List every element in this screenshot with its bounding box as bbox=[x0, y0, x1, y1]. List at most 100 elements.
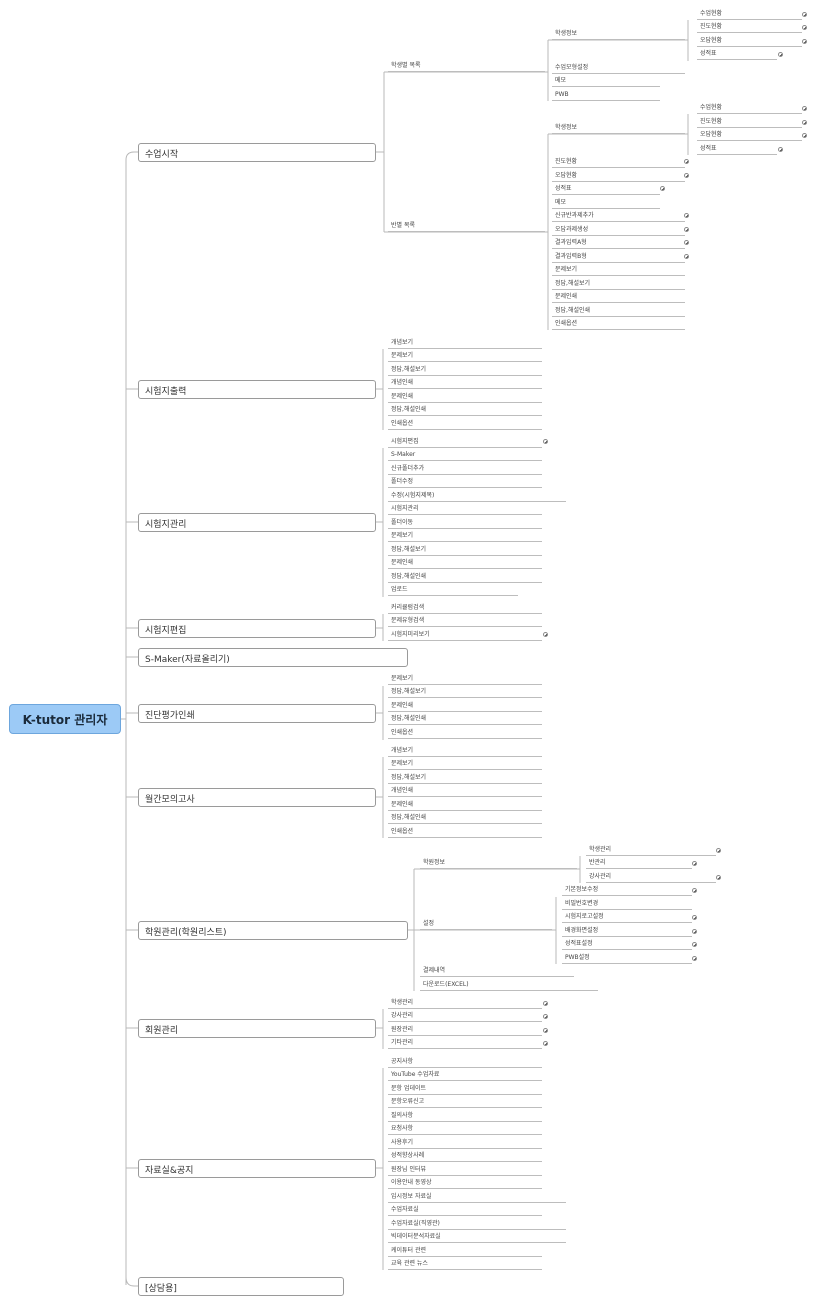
branch-academy-manage[interactable]: 학원관리(학원리스트) bbox=[138, 921, 408, 940]
node-view-problems[interactable]: 문제보기 bbox=[388, 530, 542, 542]
node-print-concept[interactable]: 개념인쇄 bbox=[388, 785, 542, 797]
node-wrong-answers[interactable]: 오답현황 bbox=[697, 35, 802, 47]
node-edu-news[interactable]: 교육 관련 뉴스 bbox=[388, 1258, 542, 1270]
expand-icon[interactable] bbox=[692, 929, 697, 934]
expand-icon[interactable] bbox=[684, 227, 689, 232]
node-print-options[interactable]: 인쇄옵션 bbox=[388, 727, 542, 739]
branch-test-print[interactable]: 시험지출력 bbox=[138, 380, 376, 399]
node-class-materials-direct[interactable]: 수업자료실(직영관) bbox=[388, 1218, 566, 1230]
node-concept-view[interactable]: 개념보기 bbox=[388, 337, 542, 349]
node-view-problems[interactable]: 문제보기 bbox=[552, 264, 685, 276]
root-node[interactable]: K-tutor 관리자 bbox=[9, 704, 121, 734]
node-test-manage[interactable]: 시험지관리 bbox=[388, 503, 542, 515]
node-item-update[interactable]: 문항 업데이트 bbox=[388, 1083, 542, 1095]
node-print-answers[interactable]: 정답,해설인쇄 bbox=[388, 404, 542, 416]
sub-academy-info[interactable]: 학원정보 bbox=[420, 857, 577, 869]
node-background-setting[interactable]: 배경화면설정 bbox=[562, 925, 692, 937]
node-print-options[interactable]: 인쇄옵션 bbox=[388, 418, 542, 430]
node-class-status[interactable]: 수업현황 bbox=[697, 8, 802, 20]
node-report-setting[interactable]: 성적표설정 bbox=[562, 938, 692, 950]
node-print-answers[interactable]: 정답,해설인쇄 bbox=[388, 713, 542, 725]
expand-icon[interactable] bbox=[684, 213, 689, 218]
node-s-maker[interactable]: S-Maker bbox=[388, 449, 542, 461]
node-teacher-manage[interactable]: 강사관리 bbox=[388, 1010, 542, 1022]
node-memo[interactable]: 메모 bbox=[552, 197, 660, 209]
branch-monthly-mock[interactable]: 월간모의고사 bbox=[138, 788, 376, 807]
node-report-card[interactable]: 성적표 bbox=[697, 48, 777, 60]
node-student-info[interactable]: 학생정보 bbox=[552, 122, 685, 134]
expand-icon[interactable] bbox=[684, 254, 689, 259]
node-move-folder[interactable]: 폴더이동 bbox=[388, 517, 542, 529]
node-basic-info[interactable]: 기본정보수정 bbox=[562, 884, 692, 896]
expand-icon[interactable] bbox=[692, 861, 697, 866]
node-type-search[interactable]: 문제유형검색 bbox=[388, 615, 542, 627]
node-report-card[interactable]: 성적표 bbox=[552, 183, 660, 195]
expand-icon[interactable] bbox=[543, 1014, 548, 1019]
node-reviews[interactable]: 사용후기 bbox=[388, 1137, 542, 1149]
branch-s-maker[interactable]: S-Maker(자료올리기) bbox=[138, 648, 408, 667]
node-progress[interactable]: 진도현황 bbox=[697, 116, 802, 128]
node-wrong-answers[interactable]: 오답현황 bbox=[697, 129, 802, 141]
node-upload[interactable]: 업로드 bbox=[388, 584, 518, 596]
node-print-concept[interactable]: 개념인쇄 bbox=[388, 377, 542, 389]
expand-icon[interactable] bbox=[660, 186, 665, 191]
node-print-answers[interactable]: 정답,해설인쇄 bbox=[388, 571, 542, 583]
node-director-manage[interactable]: 원장관리 bbox=[388, 1024, 542, 1036]
node-progress[interactable]: 진도현황 bbox=[697, 21, 802, 33]
expand-icon[interactable] bbox=[543, 632, 548, 637]
expand-icon[interactable] bbox=[778, 147, 783, 152]
branch-resources-notice[interactable]: 자료실&공지 bbox=[138, 1159, 376, 1178]
node-lesson-model[interactable]: 수업모형설정 bbox=[552, 62, 685, 74]
branch-diagnostic-print[interactable]: 진단평가인쇄 bbox=[138, 704, 376, 723]
node-download-excel[interactable]: 다운로드(EXCEL) bbox=[420, 979, 598, 991]
node-student-info[interactable]: 학생정보 bbox=[552, 28, 685, 40]
expand-icon[interactable] bbox=[684, 173, 689, 178]
node-report-card[interactable]: 성적표 bbox=[697, 143, 777, 155]
node-guide-video[interactable]: 이용안내 동영상 bbox=[388, 1177, 542, 1189]
node-print-problems[interactable]: 문제인쇄 bbox=[388, 391, 542, 403]
node-view-answers[interactable]: 정답,해설보기 bbox=[388, 772, 542, 784]
node-add-folder[interactable]: 신규폴더추가 bbox=[388, 463, 542, 475]
node-result-b[interactable]: 결과입력B형 bbox=[552, 251, 685, 263]
node-logo-setting[interactable]: 시험지로고설정 bbox=[562, 911, 692, 923]
node-print-answers[interactable]: 정답,해설인쇄 bbox=[388, 812, 542, 824]
node-test-preview[interactable]: 시험지미리보기 bbox=[388, 629, 542, 641]
node-add-class-task[interactable]: 신규반과제추가 bbox=[552, 210, 685, 222]
node-notice[interactable]: 공지사항 bbox=[388, 1056, 542, 1068]
expand-icon[interactable] bbox=[692, 888, 697, 893]
expand-icon[interactable] bbox=[692, 956, 697, 961]
node-pwb[interactable]: PWB bbox=[552, 89, 660, 101]
node-view-problems[interactable]: 문제보기 bbox=[388, 673, 542, 685]
node-class-manage[interactable]: 반관리 bbox=[586, 857, 692, 869]
node-concept-view[interactable]: 개념보기 bbox=[388, 745, 542, 757]
node-error-report[interactable]: 문항오류신고 bbox=[388, 1096, 542, 1108]
node-questions[interactable]: 질의사항 bbox=[388, 1110, 542, 1122]
sub-student-list[interactable]: 학생별 목록 bbox=[388, 60, 545, 72]
node-student-manage[interactable]: 학생관리 bbox=[586, 844, 716, 856]
node-student-manage[interactable]: 학생관리 bbox=[388, 997, 542, 1009]
branch-consulting[interactable]: [상담용] bbox=[138, 1277, 344, 1296]
expand-icon[interactable] bbox=[543, 1001, 548, 1006]
branch-test-manage[interactable]: 시험지관리 bbox=[138, 513, 376, 532]
node-view-answers[interactable]: 정답,해설보기 bbox=[388, 544, 542, 556]
expand-icon[interactable] bbox=[716, 848, 721, 853]
node-print-options[interactable]: 인쇄옵션 bbox=[552, 318, 685, 330]
node-class-status[interactable]: 수업현황 bbox=[697, 102, 802, 114]
node-test-edit[interactable]: 시험지편집 bbox=[388, 436, 542, 448]
node-memo[interactable]: 메모 bbox=[552, 75, 660, 87]
branch-class-start[interactable]: 수업시작 bbox=[138, 143, 376, 162]
expand-icon[interactable] bbox=[543, 1041, 548, 1046]
node-wrong-task[interactable]: 오답과제생성 bbox=[552, 224, 685, 236]
node-bigdata[interactable]: 빅데이터분석자료실 bbox=[388, 1231, 566, 1243]
node-view-answers[interactable]: 정답,해설보기 bbox=[388, 686, 542, 698]
node-view-answers[interactable]: 정답,해설보기 bbox=[552, 278, 685, 290]
node-requests[interactable]: 요청사항 bbox=[388, 1123, 542, 1135]
node-edit-folder[interactable]: 폴더수정 bbox=[388, 476, 542, 488]
node-print-problems[interactable]: 문제인쇄 bbox=[388, 799, 542, 811]
expand-icon[interactable] bbox=[802, 133, 807, 138]
expand-icon[interactable] bbox=[543, 1028, 548, 1033]
node-print-problems[interactable]: 문제인쇄 bbox=[552, 291, 685, 303]
node-print-answers[interactable]: 정답,해설인쇄 bbox=[552, 305, 685, 317]
node-interview[interactable]: 원장님 인터뷰 bbox=[388, 1164, 542, 1176]
node-wrong-answers[interactable]: 오답현황 bbox=[552, 170, 685, 182]
